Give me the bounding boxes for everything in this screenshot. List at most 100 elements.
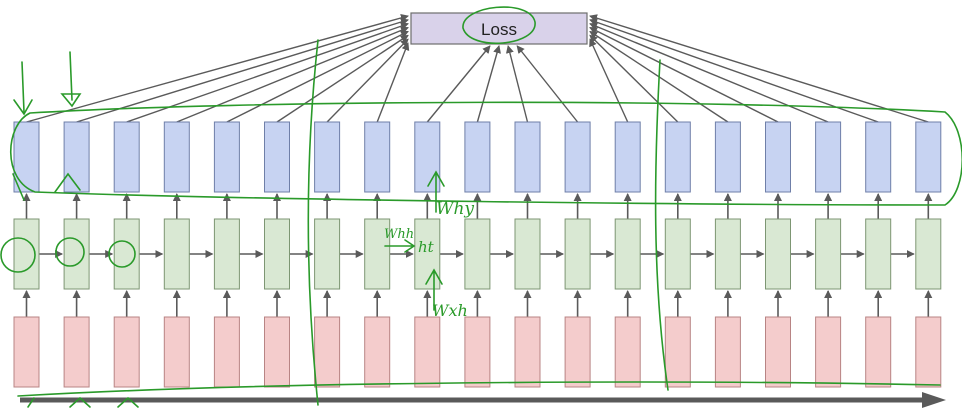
gradient-arrow-3 — [12, 173, 25, 201]
output-node — [664, 121, 691, 193]
output-node — [514, 121, 541, 193]
time-axis-arrowhead — [922, 392, 946, 408]
time-axis-tick-2 — [117, 396, 139, 408]
hidden-node — [915, 218, 942, 290]
output-to-loss-arrow — [505, 45, 529, 123]
output-to-loss-arrow — [516, 45, 579, 123]
hidden-node — [865, 218, 892, 290]
output-node — [714, 121, 741, 193]
time-axis-tick-3 — [27, 397, 35, 408]
input-node — [13, 316, 40, 388]
hidden-node — [213, 218, 240, 290]
time-axis-tick-1 — [69, 396, 91, 408]
input-node — [564, 316, 591, 388]
hidden-node — [163, 218, 190, 290]
output-layer — [13, 121, 942, 193]
hidden-node — [414, 218, 441, 290]
hidden-node — [714, 218, 741, 290]
why-arrow — [427, 170, 445, 213]
input-node — [314, 316, 341, 388]
output-node — [915, 121, 942, 193]
hidden-node — [614, 218, 641, 290]
hidden-node — [514, 218, 541, 290]
gradient-arrow-2 — [69, 51, 73, 101]
gradient-arrow-4 — [54, 172, 81, 193]
hidden-node — [815, 218, 842, 290]
divider-line-left — [307, 39, 319, 406]
loss-node: Loss — [410, 12, 588, 45]
output-to-loss-arrow — [589, 26, 779, 123]
annotation-why: Why — [436, 199, 474, 219]
wxh-arrow — [425, 268, 443, 311]
input-node — [364, 316, 391, 388]
output-node — [865, 121, 892, 193]
output-node — [264, 121, 290, 193]
output-node — [13, 121, 40, 193]
output-to-loss-arrow — [589, 18, 879, 123]
output-to-loss-arrow — [226, 30, 409, 123]
input-layer-underline — [17, 381, 941, 397]
annotation-ht: ht — [418, 238, 435, 256]
hidden-circle-2 — [55, 237, 85, 267]
hidden-node — [664, 218, 691, 290]
vertical-arrows — [22, 193, 933, 317]
output-to-loss-arrow — [589, 22, 829, 123]
output-node — [113, 121, 140, 193]
input-node — [765, 316, 791, 388]
output-node — [213, 121, 240, 193]
input-node — [63, 316, 90, 388]
hidden-layer — [13, 218, 942, 290]
hidden-node — [63, 218, 90, 290]
output-node — [63, 121, 90, 193]
loss-circle — [462, 6, 536, 45]
output-to-loss-arrow — [476, 45, 501, 123]
output-node — [364, 121, 391, 193]
handwritten-annotations — [0, 6, 962, 408]
gradient-arrowhead-2 — [60, 93, 82, 108]
output-to-loss-arrow — [76, 18, 409, 123]
output-to-loss-arrow — [589, 14, 929, 123]
output-to-loss-arrow — [326, 38, 409, 123]
hidden-node — [765, 218, 791, 290]
hidden-node — [364, 218, 391, 290]
output-to-loss-arrow — [426, 45, 491, 123]
input-node — [614, 316, 641, 388]
input-node — [213, 316, 240, 388]
output-node — [815, 121, 842, 193]
hidden-circle-3 — [108, 240, 136, 268]
input-node — [664, 316, 691, 388]
input-node — [514, 316, 541, 388]
annotation-wxh: Wxh — [432, 301, 468, 320]
input-node — [815, 316, 842, 388]
output-node — [564, 121, 591, 193]
loss-box — [410, 12, 588, 45]
hidden-node — [464, 218, 491, 290]
output-node — [314, 121, 341, 193]
input-node — [264, 316, 290, 388]
hidden-node — [314, 218, 341, 290]
input-node — [163, 316, 190, 388]
annotation-whh: Whh — [384, 227, 414, 242]
output-to-loss-arrow — [126, 22, 409, 123]
hidden-circle-1 — [0, 237, 36, 273]
input-node — [915, 316, 942, 388]
input-node — [113, 316, 140, 388]
gradient-arrowhead-1 — [13, 99, 33, 116]
output-to-loss-arrow — [589, 38, 629, 123]
output-node — [464, 121, 491, 193]
loss-arrows — [26, 14, 929, 123]
loss-label: Loss — [481, 20, 517, 39]
output-node — [765, 121, 791, 193]
gradient-arrow-1 — [21, 61, 25, 113]
whh-arrow — [384, 239, 416, 253]
input-node — [414, 316, 441, 388]
output-node — [163, 121, 190, 193]
divider-line-right — [654, 59, 669, 391]
output-to-loss-arrow — [376, 42, 410, 123]
hidden-node — [264, 218, 290, 290]
hidden-node — [564, 218, 591, 290]
input-node — [714, 316, 741, 388]
input-node — [865, 316, 892, 388]
input-layer — [13, 316, 942, 388]
